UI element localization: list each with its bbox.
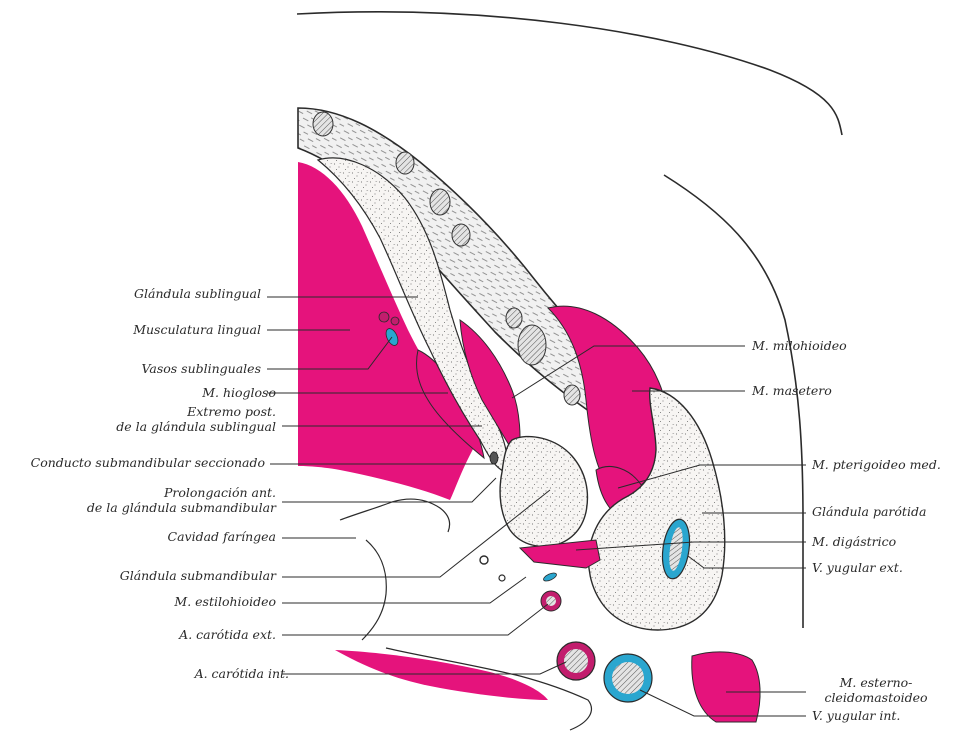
label-extremo-post-line2: de la glándula sublingual bbox=[116, 419, 276, 434]
label-m-esternocleidomastoideo: M. esterno- cleidomastoideo bbox=[812, 675, 940, 705]
pharynx-wall bbox=[362, 540, 386, 640]
bone-oval bbox=[564, 385, 580, 405]
glandula-submandibular-shape bbox=[500, 437, 587, 547]
bone-oval bbox=[518, 325, 546, 365]
label-extremo-post-line1: Extremo post. bbox=[116, 404, 276, 419]
label-prolongacion: Prolongación ant. de la glándula submand… bbox=[87, 485, 276, 515]
label-extremo-post: Extremo post. de la glándula sublingual bbox=[116, 404, 276, 434]
label-v-yugular-ext: V. yugular ext. bbox=[812, 560, 903, 575]
arteria-carotida-int-lumen bbox=[564, 649, 588, 673]
bone-oval bbox=[506, 308, 522, 328]
label-vasos-sublinguales: Vasos sublinguales bbox=[142, 361, 262, 376]
bone-oval bbox=[430, 189, 450, 215]
label-glandula-sublingual: Glándula sublingual bbox=[134, 286, 261, 301]
bone-oval bbox=[452, 224, 470, 246]
label-m-digastrico: M. digástrico bbox=[812, 534, 896, 549]
m-esternocleidomastoideo-shape bbox=[692, 652, 760, 722]
small-vessel bbox=[480, 556, 488, 564]
m-estilohioideo-vessel bbox=[542, 571, 557, 582]
label-carotida-ext: A. carótida ext. bbox=[179, 627, 276, 642]
leader-line bbox=[282, 604, 548, 635]
label-carotida-int: A. carótida int. bbox=[195, 666, 289, 681]
skin-outline bbox=[297, 12, 842, 135]
label-m-estilohioideo: M. estilohioideo bbox=[174, 594, 276, 609]
pharynx-wall bbox=[340, 499, 450, 532]
label-esterno-line2: cleidomastoideo bbox=[812, 690, 940, 705]
vaso-sublingual bbox=[391, 317, 399, 325]
label-prolongacion-line2: de la glándula submandibular bbox=[87, 500, 276, 515]
vena-yugular-int-lumen bbox=[612, 662, 644, 694]
small-vessel bbox=[499, 575, 505, 581]
label-v-yugular-int: V. yugular int. bbox=[812, 708, 900, 723]
label-m-hiogloso: M. hiogloso bbox=[202, 385, 276, 400]
bone-oval bbox=[396, 152, 414, 174]
vaso-sublingual bbox=[379, 312, 389, 322]
label-glandula-submandibular: Glándula submandibular bbox=[120, 568, 276, 583]
label-esterno-line1: M. esterno- bbox=[812, 675, 940, 690]
conducto-submandibular bbox=[490, 452, 498, 464]
label-conducto-submandibular: Conducto submandibular seccionado bbox=[31, 455, 265, 470]
label-m-milohioideo: M. milohioideo bbox=[752, 338, 847, 353]
label-cavidad-faringea: Cavidad faríngea bbox=[168, 529, 276, 544]
leader-line bbox=[282, 577, 526, 603]
label-musculatura-lingual: Musculatura lingual bbox=[133, 322, 261, 337]
label-m-pterigoideo: M. pterigoideo med. bbox=[812, 457, 941, 472]
label-prolongacion-line1: Prolongación ant. bbox=[87, 485, 276, 500]
bone-oval bbox=[313, 112, 333, 136]
label-m-masetero: M. masetero bbox=[752, 383, 832, 398]
label-glandula-parotida: Glándula parótida bbox=[812, 504, 926, 519]
leader-line bbox=[282, 478, 496, 502]
